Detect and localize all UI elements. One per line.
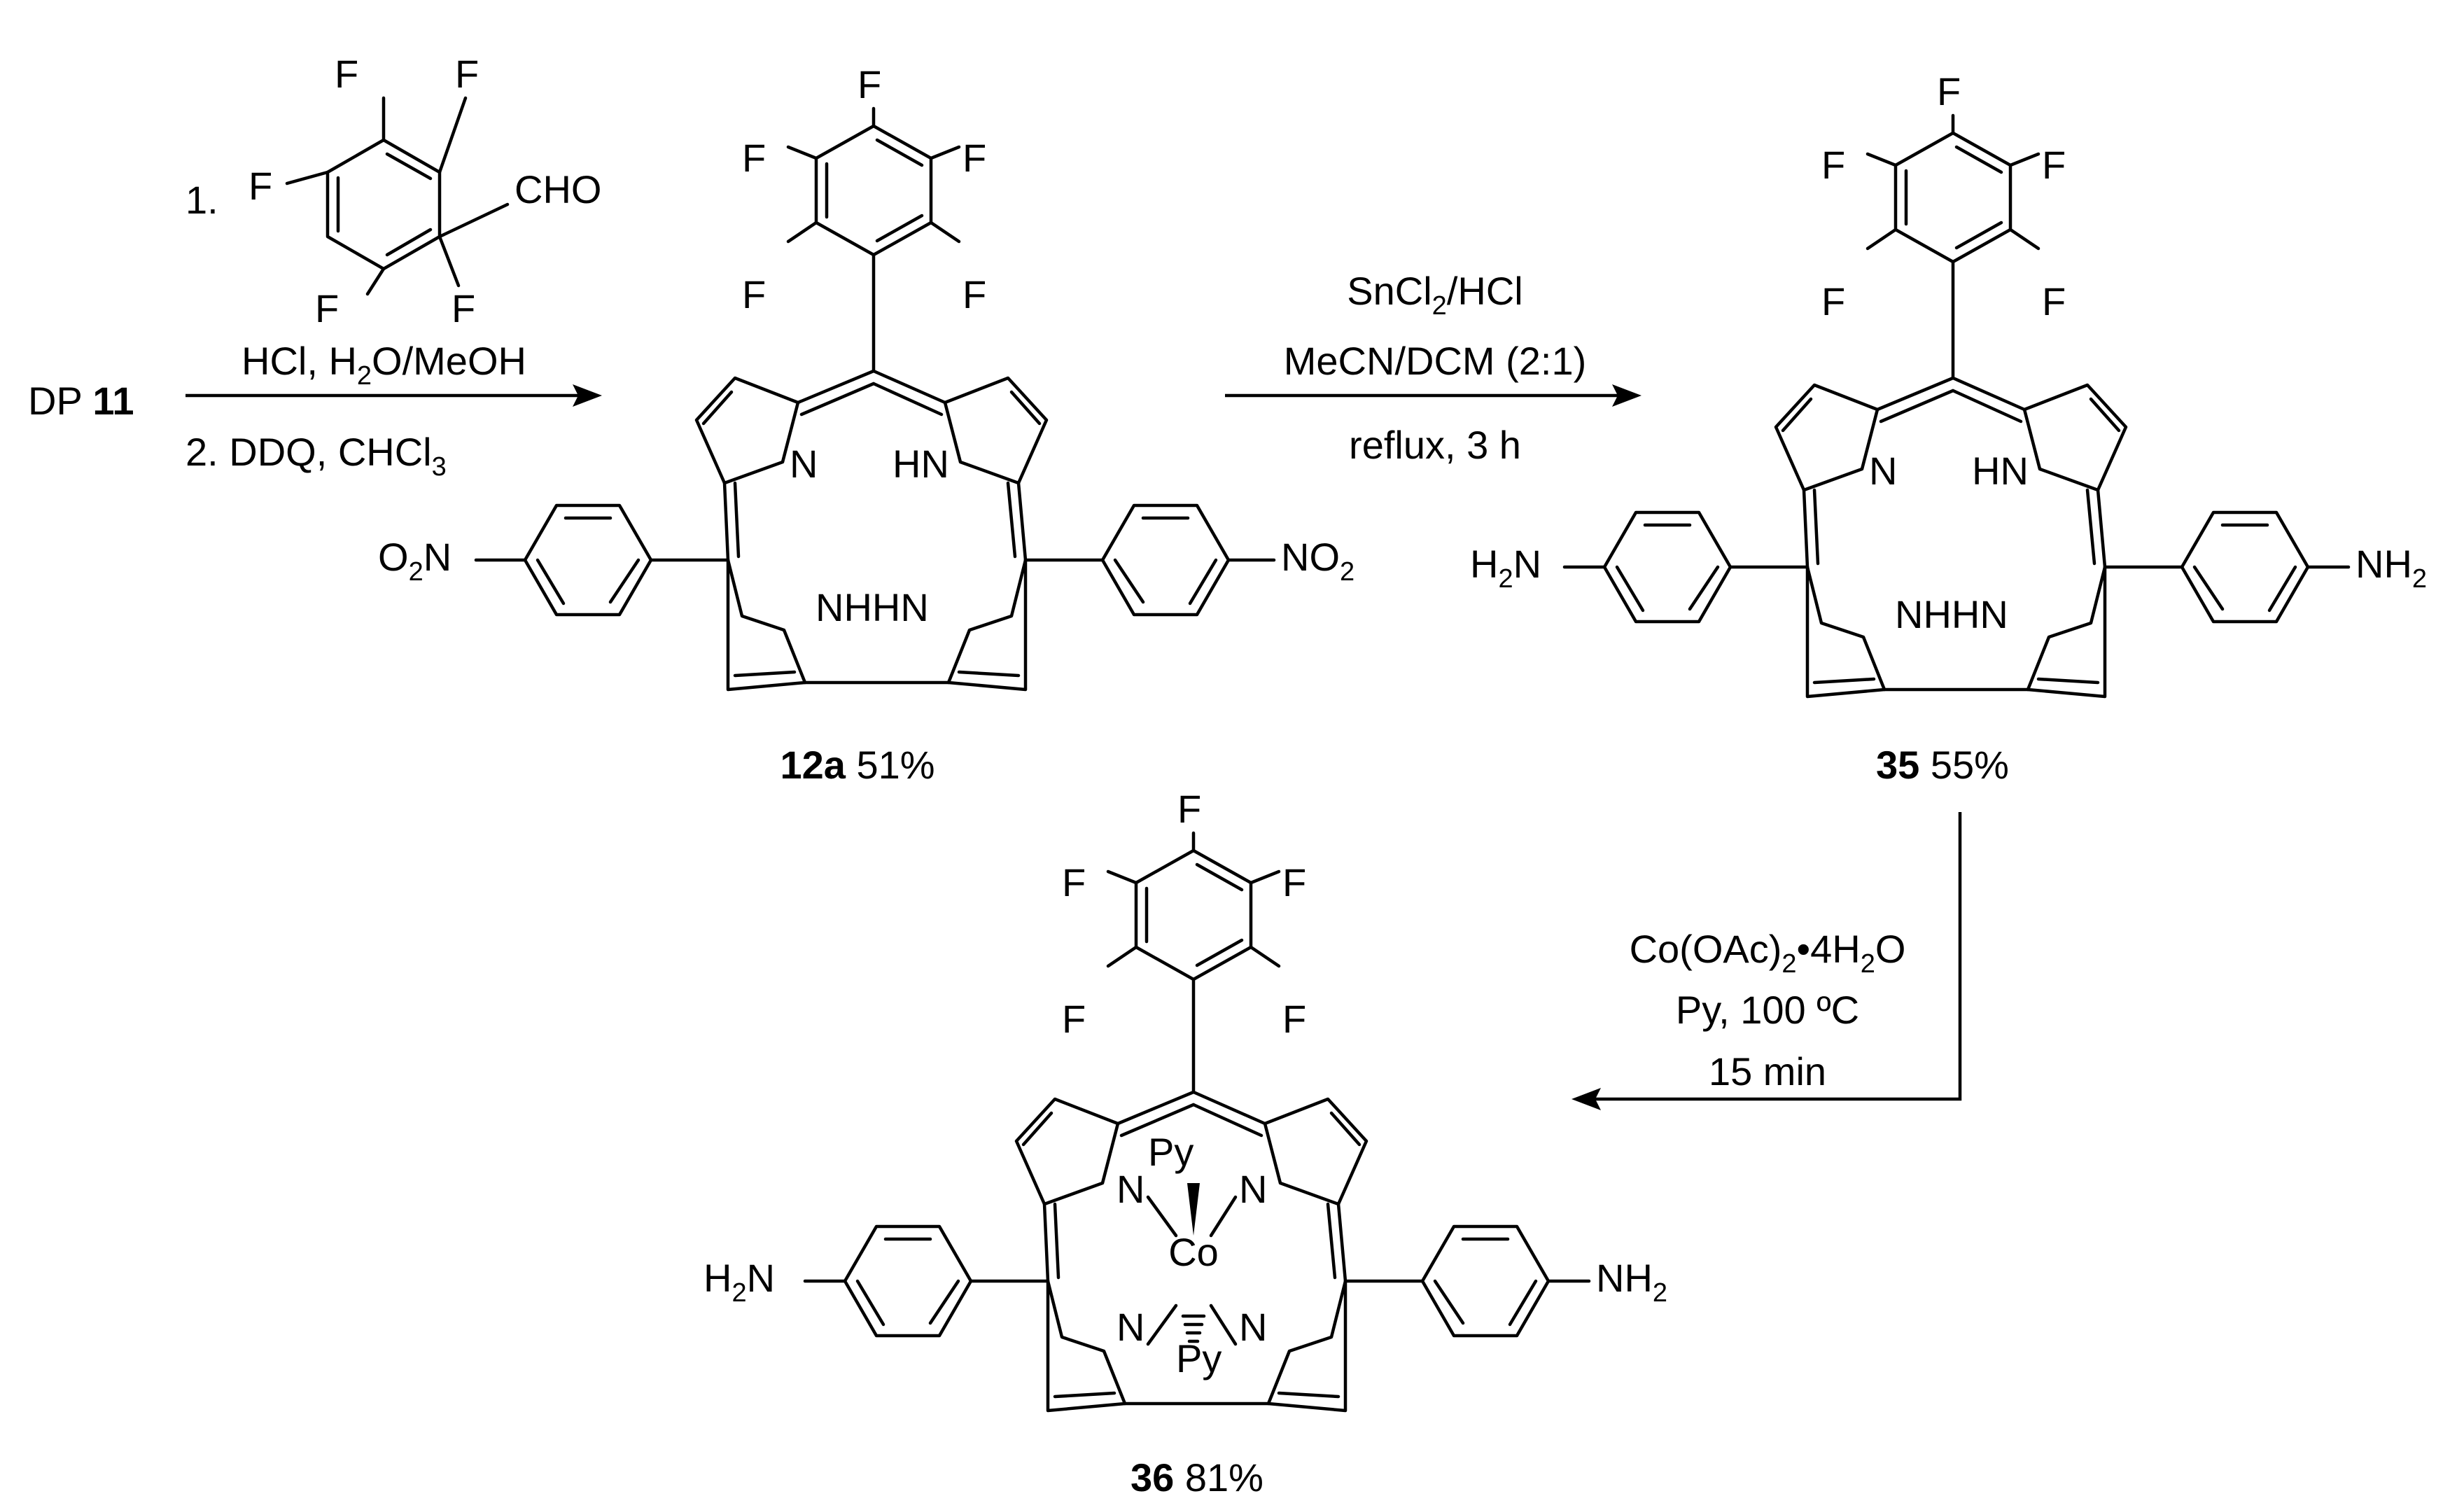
step3-condition-1: Co(OAc)2•4H2O xyxy=(1630,927,1906,979)
n-atom: N xyxy=(790,442,818,486)
amine-left: H2N xyxy=(1470,542,1541,594)
n-atom: N xyxy=(1239,1305,1267,1349)
compound-12a-label: 12a 51% xyxy=(780,743,934,787)
f-atom: F xyxy=(2042,143,2066,187)
hn-atom: HN xyxy=(1972,449,2029,493)
compound-36-label: 36 81% xyxy=(1130,1455,1264,1499)
step3-condition-3: 15 min xyxy=(1709,1049,1826,1093)
f-atom: F xyxy=(962,272,986,316)
nhhn-atoms: NHHN xyxy=(816,585,929,629)
f-atom: F xyxy=(962,136,986,180)
f-atom: F xyxy=(1282,997,1306,1041)
f-atom: F xyxy=(1937,69,1961,113)
n-atom: N xyxy=(1116,1305,1144,1349)
f-atom: F xyxy=(455,52,479,96)
py-ligand-top: Py xyxy=(1148,1130,1194,1174)
compound-35-structure xyxy=(1562,113,2351,699)
step1-number: 1. xyxy=(186,178,218,222)
step2-condition-3: reflux, 3 h xyxy=(1349,423,1521,467)
step3-condition-2: Py, 100 ºC xyxy=(1676,988,1859,1032)
hn-atom: HN xyxy=(892,442,949,486)
compound-36-structure xyxy=(803,831,1591,1413)
pentafluorobenzaldehyde xyxy=(285,96,510,296)
step1-condition-1: HCl, H2O/MeOH xyxy=(241,339,526,391)
compound-35-label: 35 55% xyxy=(1876,743,2009,787)
f-atom: F xyxy=(742,272,766,316)
arrowhead-step1 xyxy=(573,384,602,407)
arrowhead-step3 xyxy=(1572,1088,1601,1110)
start-material-label: DP 11 xyxy=(28,379,134,423)
n-atom: N xyxy=(1116,1167,1144,1211)
amine-left: H2N xyxy=(704,1256,775,1308)
f-atom: F xyxy=(1177,787,1201,831)
step2-condition-2: MeCN/DCM (2:1) xyxy=(1284,339,1586,383)
amine-right: NH2 xyxy=(2356,542,2427,594)
nhhn-atoms: NHHN xyxy=(1895,592,2008,636)
step1-condition-2: 2. DDQ, CHCl3 xyxy=(186,430,447,482)
step2-condition-1: SnCl2/HCl xyxy=(1347,269,1522,321)
f-atom: F xyxy=(858,62,881,106)
n-atom: N xyxy=(1239,1167,1267,1211)
f-atom: F xyxy=(1062,997,1086,1041)
f-atom: F xyxy=(742,136,766,180)
arrow-step3 xyxy=(1592,812,1962,1101)
amine-right: NH2 xyxy=(1596,1256,1667,1308)
compound-12a-structure xyxy=(474,106,1276,692)
nitro-right: NO2 xyxy=(1281,535,1354,587)
f-atom: F xyxy=(1062,860,1086,904)
f-atom: F xyxy=(335,52,358,96)
f-atom: F xyxy=(1282,860,1306,904)
py-ligand-bottom: Py xyxy=(1176,1336,1222,1380)
nitro-left: O2N xyxy=(378,535,451,587)
cobalt-center: Co xyxy=(1168,1230,1219,1274)
f-atom: F xyxy=(451,286,475,330)
f-atom: F xyxy=(2042,279,2066,323)
n-atom: N xyxy=(1869,449,1897,493)
arrowhead-step2 xyxy=(1612,384,1642,407)
f-atom: F xyxy=(1821,279,1845,323)
f-atom: F xyxy=(1821,143,1845,187)
f-atom: F xyxy=(248,164,272,208)
f-atom: F xyxy=(315,286,339,330)
aldehyde-group: CHO xyxy=(514,167,601,211)
